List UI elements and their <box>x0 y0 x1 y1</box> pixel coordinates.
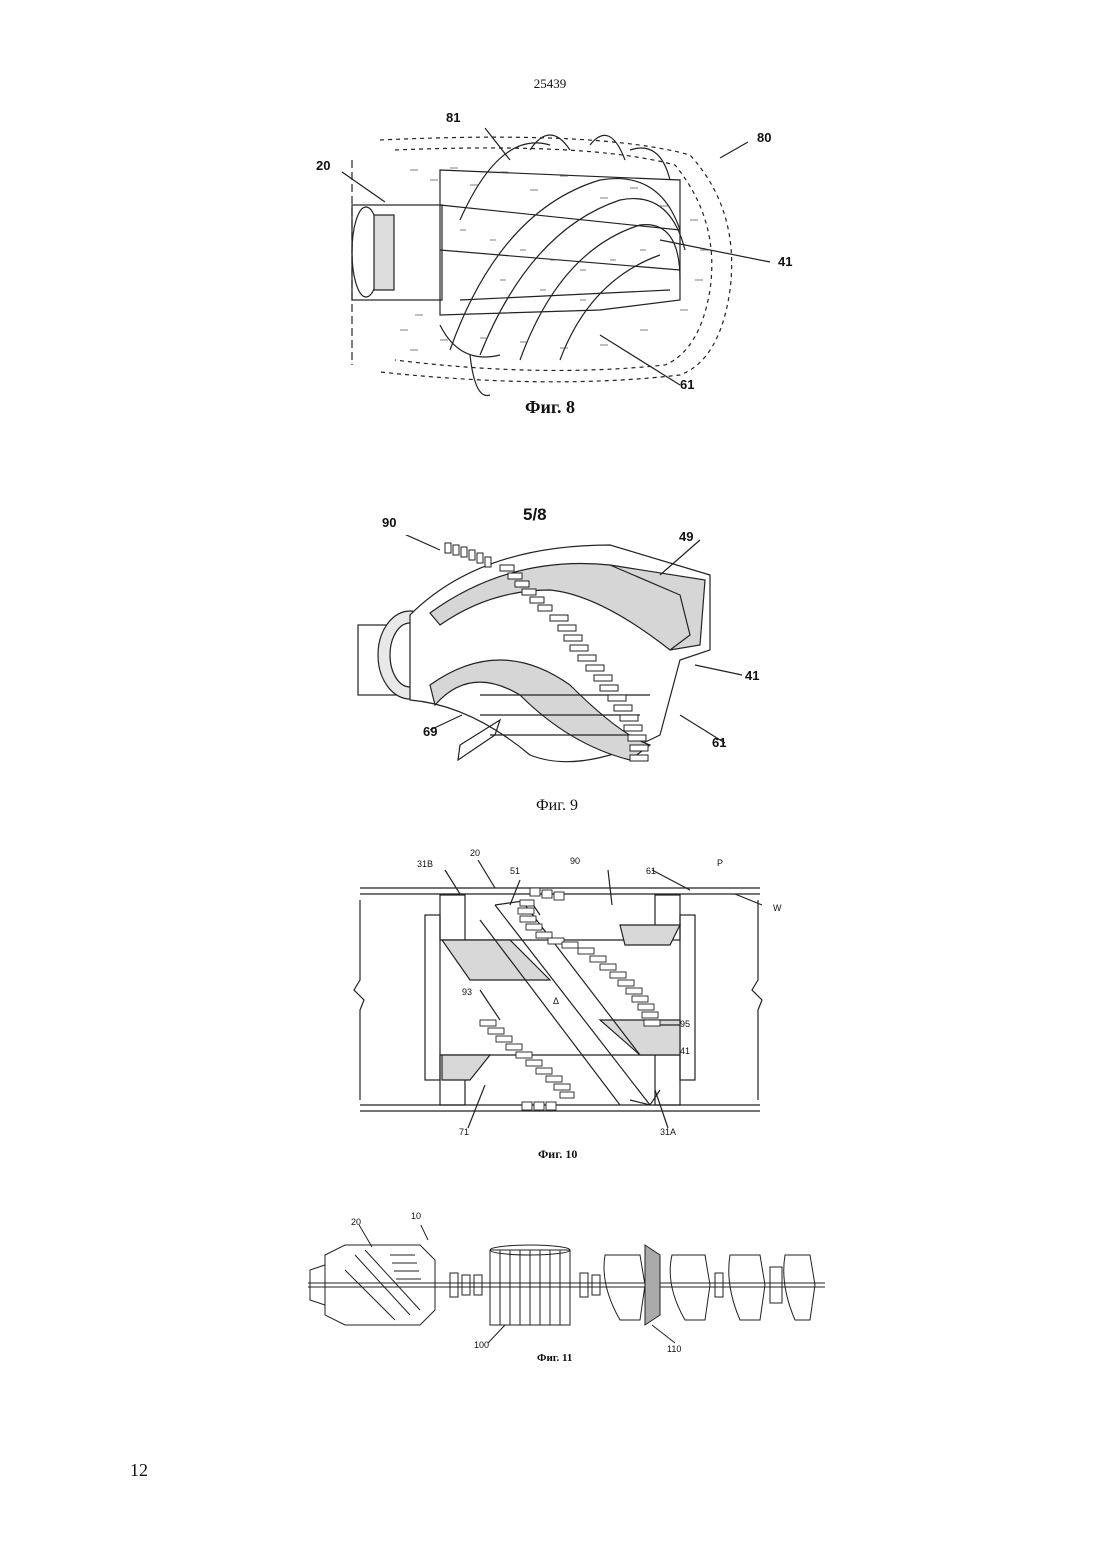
fig10-label-93: 93 <box>462 987 472 997</box>
fig9-label-61: 61 <box>712 735 726 750</box>
fig10-label-31B: 31B <box>417 859 433 869</box>
fig8-label-80: 80 <box>757 130 771 145</box>
fig8-caption: Фиг. 8 <box>525 397 575 418</box>
figure-9-drawing <box>350 535 770 785</box>
fig8-label-61: 61 <box>680 377 694 392</box>
fig10-label-71: 71 <box>459 1127 469 1137</box>
fig10-label-20: 20 <box>470 848 480 858</box>
fig10-caption: Фиг. 10 <box>538 1147 577 1162</box>
fig10-label-31A: 31A <box>660 1127 676 1137</box>
fig9-label-90: 90 <box>382 515 396 530</box>
figure-8-drawing <box>300 110 820 410</box>
document-number: 25439 <box>0 76 1100 92</box>
sheet-number: 5/8 <box>523 505 547 525</box>
fig8-label-20: 20 <box>316 158 330 173</box>
fig10-label-51: 51 <box>510 866 520 876</box>
fig8-label-41: 41 <box>778 254 792 269</box>
fig10-label-P: P <box>717 858 723 868</box>
figure-11-drawing <box>300 1225 830 1345</box>
fig11-label-10: 10 <box>411 1211 421 1221</box>
page-number: 12 <box>130 1460 148 1481</box>
fig10-label-95: 95 <box>680 1019 690 1029</box>
figure-10-drawing <box>350 860 770 1130</box>
fig9-label-41: 41 <box>745 668 759 683</box>
fig9-label-69: 69 <box>423 724 437 739</box>
fig10-label-90: 90 <box>570 856 580 866</box>
fig11-label-20: 20 <box>351 1217 361 1227</box>
fig11-caption: Фиг. 11 <box>537 1352 572 1364</box>
fig10-label-41: 41 <box>680 1046 690 1056</box>
fig9-label-49: 49 <box>679 529 693 544</box>
fig10-label-delta: Δ <box>553 996 559 1006</box>
fig11-label-110: 110 <box>667 1344 681 1354</box>
fig8-label-81: 81 <box>446 110 460 125</box>
fig9-caption: Фиг. 9 <box>536 797 578 815</box>
fig10-label-61: 61 <box>646 866 656 876</box>
fig10-label-W: W <box>773 903 782 913</box>
fig11-label-100: 100 <box>474 1340 489 1350</box>
